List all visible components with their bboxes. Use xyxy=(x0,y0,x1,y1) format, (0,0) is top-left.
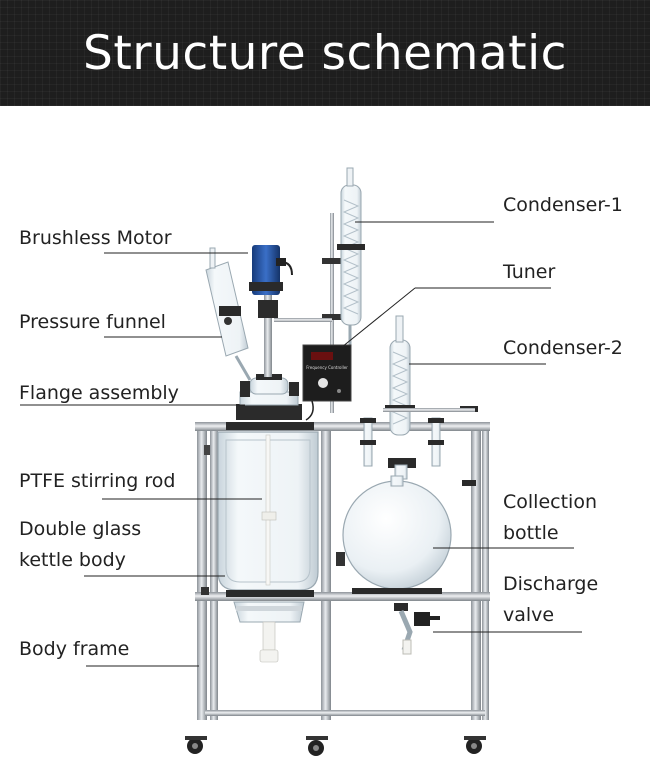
label-line-2: bottle xyxy=(503,522,559,544)
adapters xyxy=(360,417,476,486)
label-double-glass-kettle-body: Double glass kettle body xyxy=(19,514,141,576)
motor xyxy=(249,245,293,377)
frame xyxy=(195,422,490,720)
condenser-2 xyxy=(383,315,478,436)
label-discharge-valve: Discharge valve xyxy=(503,569,598,631)
title-banner: Structure schematic xyxy=(0,0,650,106)
collection-flask xyxy=(342,475,452,655)
controller-label: Frequency Controller xyxy=(306,365,348,370)
label-body-frame: Body frame xyxy=(19,638,130,660)
leader-lines xyxy=(20,221,582,667)
label-collection-bottle: Collection bottle xyxy=(503,487,597,549)
label-line-1: Collection xyxy=(503,491,597,513)
label-tuner: Tuner xyxy=(503,261,556,283)
casters xyxy=(185,736,486,756)
label-flange-assembly: Flange assembly xyxy=(19,382,179,404)
label-condenser-1: Condenser-1 xyxy=(503,194,623,216)
pressure-funnel xyxy=(205,247,252,381)
flange xyxy=(236,374,302,420)
label-line-1: Discharge xyxy=(503,573,599,595)
label-line-2: valve xyxy=(503,604,555,626)
frequency-controller: Frequency Controller xyxy=(302,344,352,421)
support-rod xyxy=(274,213,342,413)
label-pressure-funnel: Pressure funnel xyxy=(19,311,166,333)
label-line-1: Double glass xyxy=(19,518,142,540)
label-ptfe-stirring-rod: PTFE stirring rod xyxy=(19,470,176,492)
label-brushless-motor: Brushless Motor xyxy=(19,227,172,249)
label-line-2: kettle body xyxy=(19,549,126,571)
label-condenser-2: Condenser-2 xyxy=(503,337,623,359)
kettle xyxy=(217,422,319,663)
page-title: Structure schematic xyxy=(82,25,568,81)
leader-tuner-diagonal xyxy=(341,287,416,348)
